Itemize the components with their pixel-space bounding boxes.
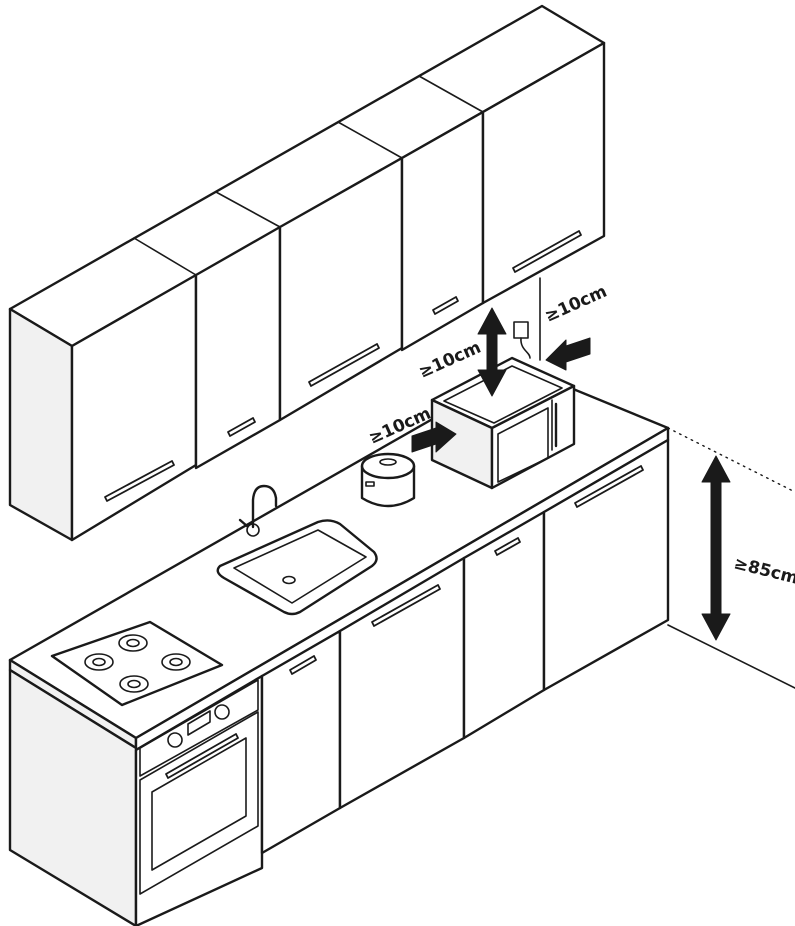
oven-knob-icon [214,704,230,720]
oven-display [187,710,211,736]
lower-cabinets [8,438,670,926]
upper-door-3-handle [308,343,380,387]
wall-guide-lines [667,427,795,689]
upper-cabinets [8,4,606,542]
oven-door [139,711,259,895]
oven-knob-icon [167,732,183,748]
lower-cabinet-side [8,668,138,926]
counter-height-arrow [701,455,731,641]
faucet [238,484,278,537]
top-clearance-label: ≥10cm [416,338,484,383]
top-clearance-arrow [477,307,507,397]
upper-cabinet-side [8,307,74,542]
upper-door-2-handle [227,417,256,437]
oven-handle [165,733,239,779]
lower-door-4-handle [574,465,644,508]
cooktop [50,620,224,707]
sink [216,519,378,616]
upper-door-5-handle [512,230,582,273]
wall-outlet [513,277,541,361]
upper-door-1-handle [104,460,175,502]
counter-height-label: ≥85cm [732,553,795,588]
power-socket-icon [513,321,529,339]
upper-door-4-handle [432,296,459,315]
burner-icon [84,634,191,693]
left-clearance-arrow [411,421,457,453]
oven [139,679,259,895]
oven-control-panel [139,679,259,777]
right-clearance-label: ≥10cm [542,282,610,327]
lower-door-3-handle [494,537,521,556]
oven-window [151,737,247,871]
lower-door-2-handle [371,584,441,627]
right-clearance-arrow [545,337,591,371]
microwave [430,356,576,490]
microwave-front [490,384,576,490]
rice-cooker [360,452,416,508]
lower-door-1-handle [289,655,317,675]
